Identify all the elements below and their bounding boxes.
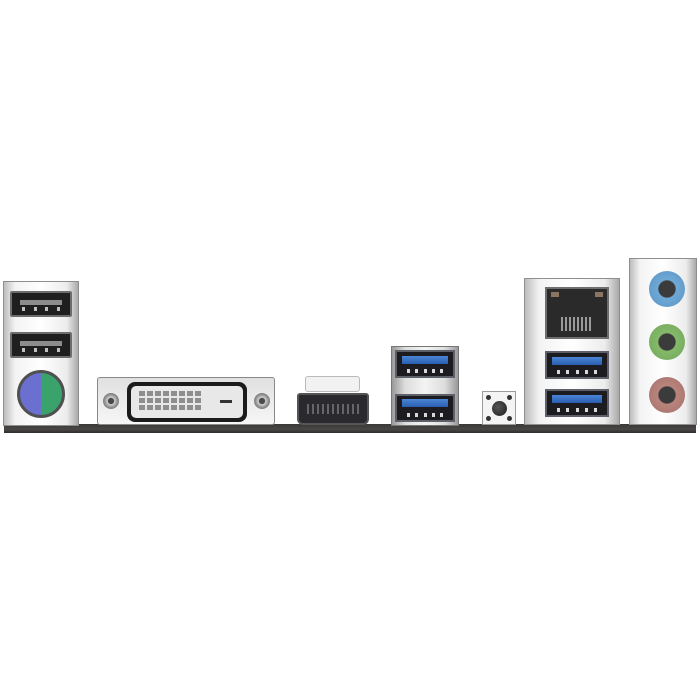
button-corner-pin bbox=[486, 395, 491, 400]
dvi-screw-left bbox=[103, 393, 119, 409]
hdmi-bracket bbox=[305, 376, 360, 392]
usb3-port-right-bottom[interactable] bbox=[545, 389, 609, 417]
hdmi-contacts bbox=[307, 404, 359, 414]
usb-tongue bbox=[20, 341, 62, 346]
usb-tongue bbox=[552, 395, 602, 403]
dvi-screw-right bbox=[254, 393, 270, 409]
lan-contacts bbox=[561, 317, 593, 331]
dvi-port-frame bbox=[97, 377, 275, 425]
usb-tongue bbox=[402, 356, 448, 364]
audio-jack-blue[interactable] bbox=[649, 271, 685, 307]
hdmi-port[interactable] bbox=[297, 393, 369, 425]
dvi-key-slot bbox=[220, 400, 232, 403]
reset-button-base bbox=[482, 391, 516, 425]
button-corner-pin bbox=[507, 395, 512, 400]
audio-jack-green[interactable] bbox=[649, 324, 685, 360]
pcb-edge bbox=[4, 424, 696, 433]
reset-button[interactable] bbox=[492, 401, 507, 416]
audio-jack-pink[interactable] bbox=[649, 377, 685, 413]
dvi-pins bbox=[139, 391, 201, 410]
usb-tongue bbox=[552, 357, 602, 365]
rj45-port[interactable] bbox=[545, 287, 609, 339]
usb-tongue bbox=[20, 300, 62, 305]
usb3-center-shield bbox=[391, 346, 459, 426]
usb2-port-bottom[interactable] bbox=[10, 332, 72, 358]
usb2-ps2-shield bbox=[3, 281, 79, 426]
lan-led-left bbox=[551, 292, 559, 297]
usb-pins bbox=[557, 370, 597, 374]
audio-shield bbox=[629, 258, 697, 425]
usb-tongue bbox=[402, 399, 448, 407]
usb-pins bbox=[557, 408, 597, 412]
usb3-port-center-top[interactable] bbox=[395, 350, 455, 378]
dvi-face bbox=[131, 386, 243, 418]
usb2-port-top[interactable] bbox=[10, 291, 72, 317]
lan-led-right bbox=[595, 292, 603, 297]
usb-pins bbox=[22, 307, 60, 311]
lan-usb3-shield bbox=[524, 278, 620, 425]
button-corner-pin bbox=[507, 416, 512, 421]
dvi-port[interactable] bbox=[127, 382, 247, 422]
usb3-port-right-top[interactable] bbox=[545, 351, 609, 379]
usb-pins bbox=[407, 413, 443, 417]
usb-pins bbox=[22, 348, 60, 352]
ps2-port[interactable] bbox=[17, 370, 65, 418]
button-corner-pin bbox=[486, 416, 491, 421]
usb-pins bbox=[407, 369, 443, 373]
usb3-port-center-bottom[interactable] bbox=[395, 394, 455, 422]
